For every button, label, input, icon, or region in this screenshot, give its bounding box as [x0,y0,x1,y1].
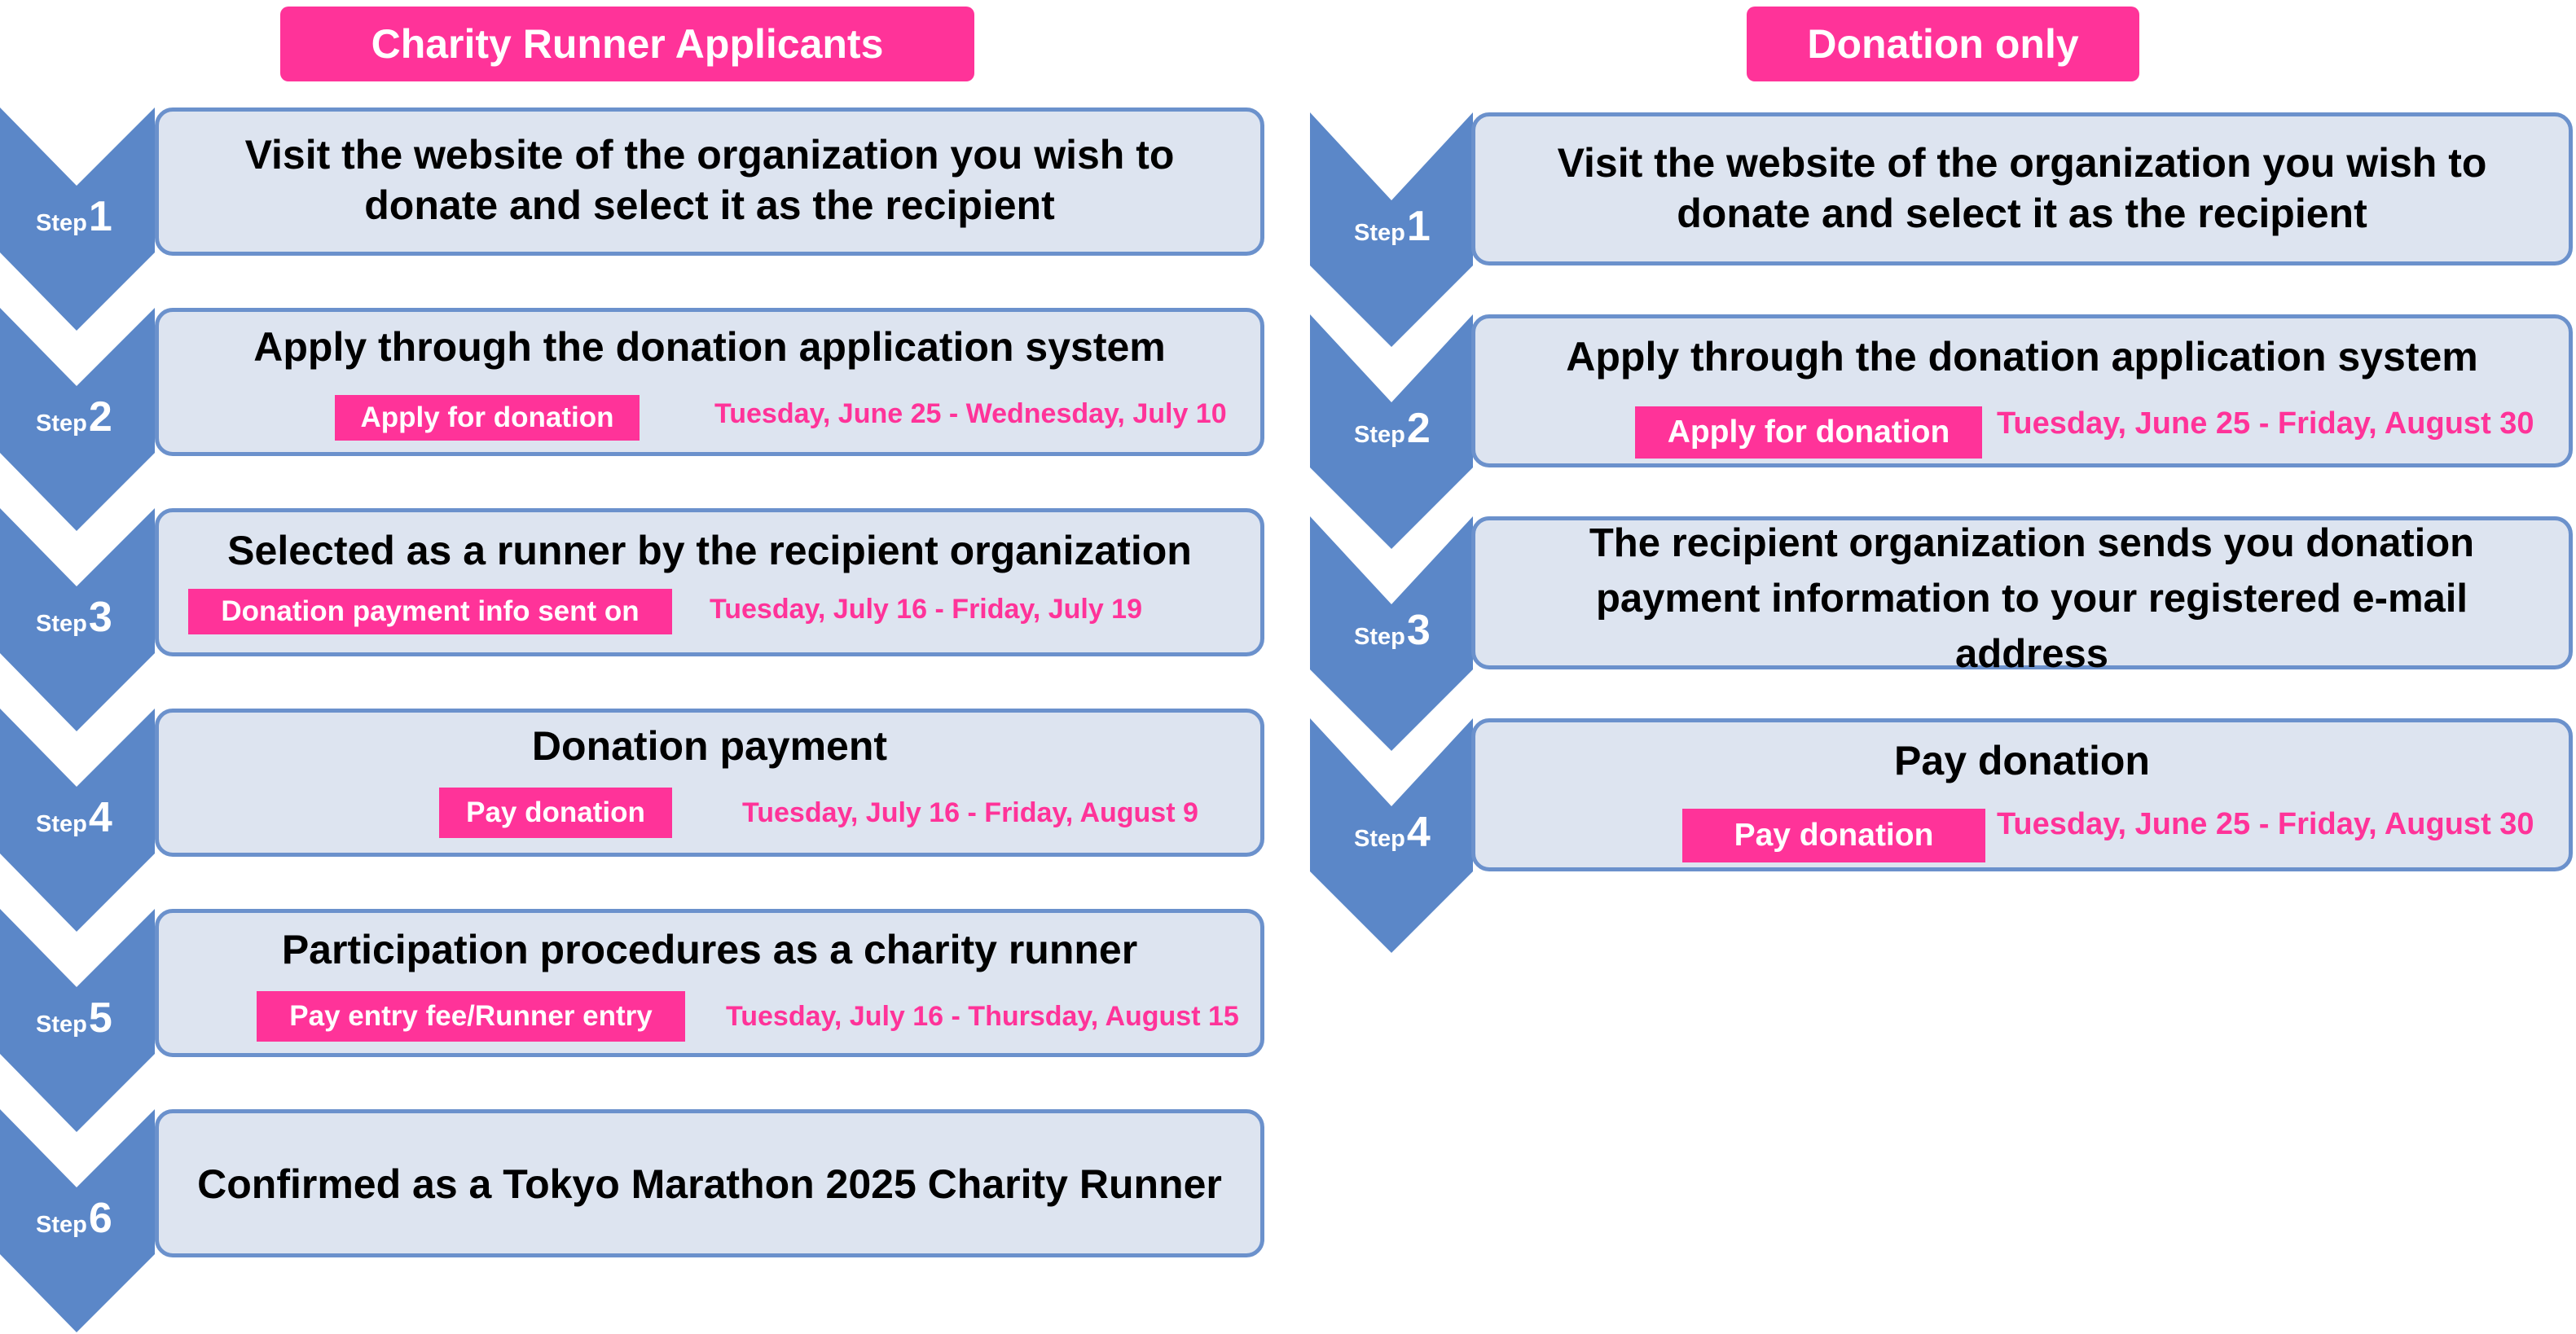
step-box: Visit the website of the organization yo… [155,108,1264,256]
donation-only-header: Donation only [1747,7,2139,81]
step-chevron [1310,516,1473,751]
step-title: Donation payment [531,723,888,769]
period-dates: Tuesday, July 16 - Friday, July 19 [710,594,1143,625]
payment-info-sent-tag: Donation payment info sent on [188,589,672,634]
step-box: Pay donation Pay donation Tuesday, June … [1471,718,2573,871]
step-title: Visit the website of the organization yo… [1557,140,2487,236]
period-dates: Tuesday, June 25 - Friday, August 30 [1997,406,2534,441]
step-box: Donation payment Pay donation Tuesday, J… [155,709,1264,857]
step-chevron [0,508,155,731]
period-dates: Tuesday, July 16 - Friday, August 9 [742,797,1198,828]
step-title: Selected as a runner by the recipient or… [227,528,1192,573]
step-chevron [1310,718,1473,953]
step-chevron [0,709,155,932]
pay-donation-tag: Pay donation [439,788,672,838]
step-box: Participation procedures as a charity ru… [155,909,1264,1057]
step-title: Confirmed as a Tokyo Marathon 2025 Chari… [197,1161,1222,1207]
step-box: Apply through the donation application s… [1471,314,2573,467]
step-chevron [1310,112,1473,347]
apply-for-donation-tag: Apply for donation [1635,406,1982,459]
step-chevron [1310,314,1473,549]
pay-entry-fee-tag: Pay entry fee/Runner entry [257,991,685,1042]
step-box: Confirmed as a Tokyo Marathon 2025 Chari… [155,1109,1264,1257]
step-box: Visit the website of the organization yo… [1471,112,2573,265]
step-title: The recipient organization sends you don… [1589,521,2475,676]
step-box: The recipient organization sends you don… [1471,516,2573,676]
step-box: Selected as a runner by the recipient or… [155,508,1264,656]
step-chevron [0,108,155,331]
step-title: Apply through the donation application s… [1566,334,2478,380]
step-chevron [0,308,155,531]
step-chevron [0,909,155,1132]
apply-for-donation-tag: Apply for donation [335,395,640,441]
step-chevron [0,1109,155,1332]
step-title: Visit the website of the organization yo… [244,132,1175,228]
charity-runner-header: Charity Runner Applicants [280,7,974,81]
period-dates: Tuesday, July 16 - Thursday, August 15 [726,1001,1239,1032]
period-dates: Tuesday, June 25 - Friday, August 30 [1997,807,2534,841]
step-title: Pay donation [1894,738,2150,783]
step-title: Apply through the donation application s… [253,324,1166,370]
step-box: Apply through the donation application s… [155,308,1264,456]
period-dates: Tuesday, June 25 - Wednesday, July 10 [714,398,1227,429]
pay-donation-tag: Pay donation [1682,809,1985,862]
step-title: Participation procedures as a charity ru… [281,927,1138,972]
